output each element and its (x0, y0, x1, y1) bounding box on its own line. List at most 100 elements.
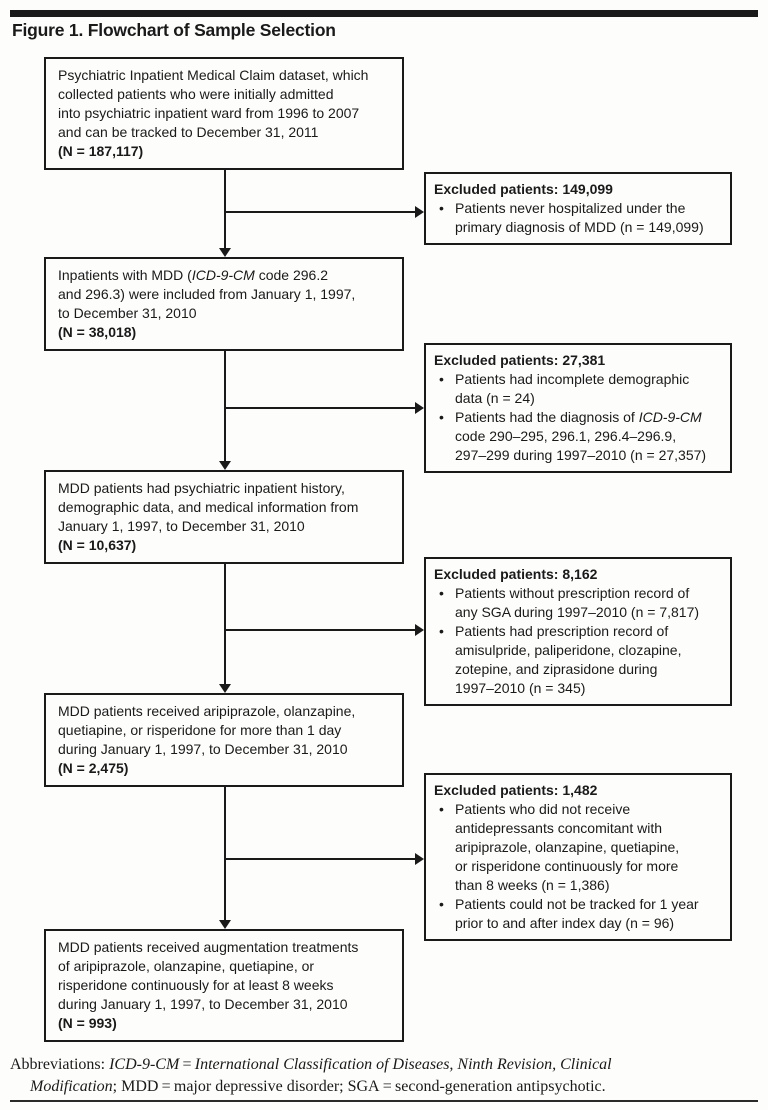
bullet-text: Patients could not be tracked for 1 year… (455, 895, 722, 933)
excluded-bullet-list: • Patients had incomplete demographic data… (434, 370, 722, 465)
arrow-down-icon (219, 920, 231, 929)
arrow-down-icon (219, 684, 231, 693)
text-line: prior to and after index day (n = 96) (455, 914, 722, 933)
text-segment: collected patients who were initially ad… (58, 86, 334, 102)
text-segment: quetiapine, or risperidone for more than… (58, 722, 342, 738)
flow-box-mdd-with-history: MDD patients had psychiatric inpatient h… (44, 470, 404, 564)
flow-box-mdd-augmentation: MDD patients received augmentation treat… (44, 929, 404, 1042)
excluded-box-4: Excluded patients: 1,482 •Patients who d… (424, 773, 732, 941)
bullet-text: Patients had incomplete demographic data … (455, 370, 722, 408)
text-segment: 1997–2010 (n = 345) (455, 680, 586, 696)
flow-line-down-2 (224, 349, 226, 461)
text-segment: ; MDD = major depressive disorder; SGA =… (112, 1077, 606, 1095)
text-segment: MDD patients had psychiatric inpatient h… (58, 480, 345, 496)
bullet-icon: • (439, 409, 444, 425)
text-segment: Psychiatric Inpatient Medical Claim data… (58, 67, 369, 83)
text-line: quetiapine, or risperidone for more than… (58, 721, 390, 740)
text-line: (N = 2,475) (58, 759, 390, 778)
flow-box-mdd-received-sga: MDD patients received aripiprazole, olan… (44, 693, 404, 787)
text-line: MDD patients received augmentation treat… (58, 938, 390, 957)
text-line: (N = 187,117) (58, 142, 390, 161)
text-line: Inpatients with MDD (ICD-9-CM code 296.2 (58, 266, 390, 285)
arrow-right-icon (415, 624, 424, 636)
flow-line-down-4 (224, 787, 226, 920)
text-line: Psychiatric Inpatient Medical Claim data… (58, 66, 390, 85)
text-segment: International Classification of Diseases… (194, 1056, 612, 1073)
text-segment: (N = 2,475) (58, 760, 129, 776)
text-segment: than 8 weeks (n = 1,386) (455, 877, 610, 893)
text-line: of aripiprazole, olanzapine, quetiapine,… (58, 957, 390, 976)
text-segment: code 296.2 (254, 267, 328, 283)
text-line: Patients could not be tracked for 1 year (455, 895, 722, 914)
excluded-box-3: Excluded patients: 8,162 • Patients witho… (424, 557, 732, 706)
flow-line-down-1 (224, 168, 226, 248)
text-segment: any SGA during 1997–2010 (n = 7,817) (455, 604, 700, 620)
text-line: 1997–2010 (n = 345) (455, 679, 722, 698)
text-segment: Patients had prescription record of (455, 623, 669, 639)
figure-title: Figure 1. Flowchart of Sample Selection (12, 20, 336, 40)
text-segment: (N = 187,117) (58, 143, 144, 159)
text-segment: Modification (30, 1077, 113, 1095)
text-segment: during January 1, 1997, to December 31, … (58, 996, 348, 1012)
bullet-item: • Patients could not be tracked for 1 yea… (434, 895, 722, 933)
text-line: during January 1, 1997, to December 31, … (58, 995, 390, 1014)
arrow-right-icon (415, 853, 424, 865)
text-line: January 1, 1997, to December 31, 2010 (58, 517, 390, 536)
text-segment: ICD-9-CM (191, 267, 255, 283)
text-line: Patients had the diagnosis of ICD-9-CM (455, 408, 722, 427)
excluded-bullet-list: • Patients without prescription record of… (434, 584, 722, 698)
flow-line-branch-3 (224, 629, 415, 631)
bullet-icon: • (439, 200, 444, 216)
text-segment: Patients had the diagnosis of (455, 409, 639, 425)
text-line: Abbreviations: ICD-9-CM = International … (10, 1054, 758, 1076)
text-line: Patients who did not receive (455, 800, 722, 819)
flow-line-branch-2 (224, 407, 415, 409)
text-line: aripiprazole, olanzapine, quetiapine, (455, 838, 722, 857)
text-segment: 297–299 during 1997–2010 (n = 27,357) (455, 447, 707, 463)
text-segment: ICD-9-CM (638, 409, 702, 425)
text-segment: Patients had incomplete demographic (455, 371, 690, 387)
text-line: risperidone continuously for at least 8 … (58, 976, 390, 995)
top-rule (10, 10, 758, 17)
arrow-right-icon (415, 402, 424, 414)
text-line: and can be tracked to December 31, 2011 (58, 123, 390, 142)
bottom-rule (10, 1100, 758, 1102)
text-line: (N = 993) (58, 1014, 390, 1033)
flow-box-inpatients-with-mdd: Inpatients with MDD (ICD-9-CM code 296.2… (44, 257, 404, 351)
text-segment: Patients who did not receive (455, 801, 631, 817)
excluded-header: Excluded patients: 8,162 (434, 566, 598, 582)
text-segment: to December 31, 2010 (58, 305, 197, 321)
text-line: 297–299 during 1997–2010 (n = 27,357) (455, 446, 722, 465)
excluded-header: Excluded patients: 27,381 (434, 352, 606, 368)
flow-box-initial-dataset: Psychiatric Inpatient Medical Claim data… (44, 57, 404, 170)
excluded-header: Excluded patients: 149,099 (434, 181, 613, 197)
text-segment: code 290–295, 296.1, 296.4–296.9, (455, 428, 677, 444)
text-line: to December 31, 2010 (58, 304, 390, 323)
excluded-header: Excluded patients: 1,482 (434, 782, 598, 798)
flow-line-down-3 (224, 564, 226, 684)
text-segment: Patients never hospitalized under the (455, 200, 686, 216)
bullet-icon: • (439, 585, 444, 601)
text-line: zotepine, and ziprasidone during (455, 660, 722, 679)
bullet-icon: • (439, 623, 444, 639)
text-line: than 8 weeks (n = 1,386) (455, 876, 722, 895)
text-segment: = (179, 1056, 195, 1073)
text-line: MDD patients received aripiprazole, olan… (58, 702, 390, 721)
text-line: data (n = 24) (455, 389, 722, 408)
text-line: Patients had incomplete demographic (455, 370, 722, 389)
bullet-icon: • (439, 896, 444, 912)
arrow-down-icon (219, 248, 231, 257)
text-segment: of aripiprazole, olanzapine, quetiapine,… (58, 958, 315, 974)
text-segment: aripiprazole, olanzapine, quetiapine, (455, 839, 680, 855)
text-segment: Abbreviations: (10, 1056, 110, 1073)
text-line: Patients never hospitalized under the (455, 199, 722, 218)
text-segment: Patients could not be tracked for 1 year (455, 896, 699, 912)
